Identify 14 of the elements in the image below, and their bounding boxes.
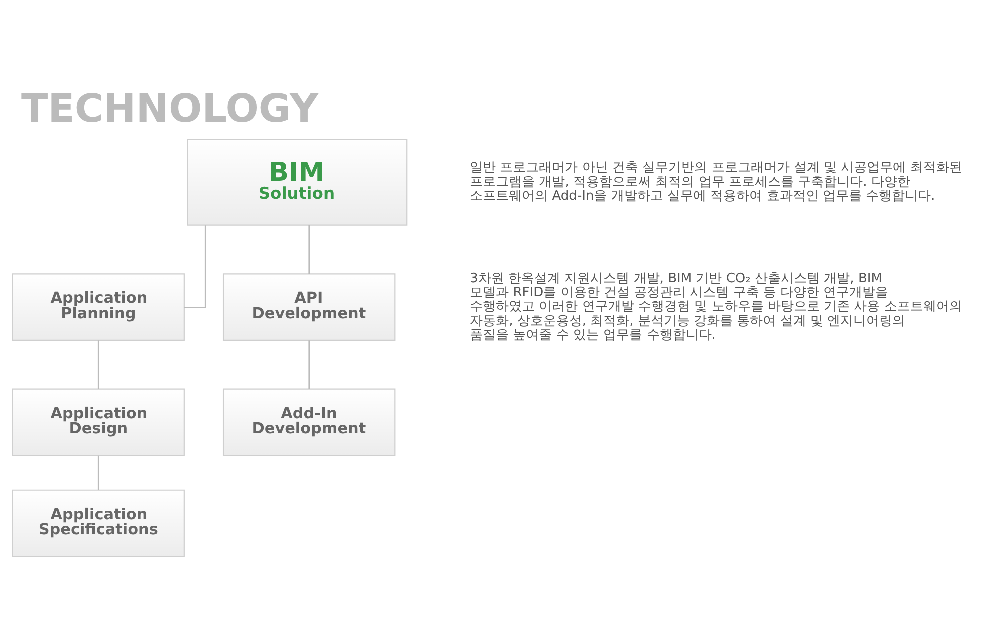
node-box: BIM Solution bbox=[187, 138, 408, 226]
node-box: Add-In Development bbox=[222, 388, 396, 456]
connector bbox=[184, 225, 206, 308]
connector bbox=[308, 224, 310, 274]
connector bbox=[308, 340, 310, 389]
label: 3차원 한옥설계 지원시스템 개발, BIM 기반 CO₂ 산출시스템 개발, BIM 모델과 RFID를 이용한 건설 공정관리 시스템 구축 등 다양한 연구개발을 수행하였고 이러한 연구개발 수행경험 및 노하우를 바탕으로 기존 사용 소프트웨어의 자동화, 상호운용성, 최적화, 분석기능 강화를 통하여 설계 및 엔지니어링의 품질을 높여줄 수 있는 업무를 수행합니다. bbox=[470, 270, 962, 342]
diagram-title: TECHNOLOGY bbox=[21, 86, 318, 132]
connector bbox=[98, 455, 100, 490]
connector bbox=[98, 340, 100, 389]
node-box: Application Planning bbox=[12, 273, 185, 341]
node-box: Application Specifications bbox=[12, 489, 185, 557]
label: 일반 프로그래머가 아닌 건축 실무기반의 프로그래머가 설계 및 시공업무에 최적화된 프로그램을 개발, 적용함으로써 최적의 업무 프로세스를 구축합니다. 다양한 소프트웨어의 Add-In을 개발하고 실무에 적용하여 효과적인 업무를 수행합니다. bbox=[470, 160, 962, 204]
node-box: Application Design bbox=[12, 388, 185, 456]
node-box: API Development bbox=[222, 273, 396, 341]
